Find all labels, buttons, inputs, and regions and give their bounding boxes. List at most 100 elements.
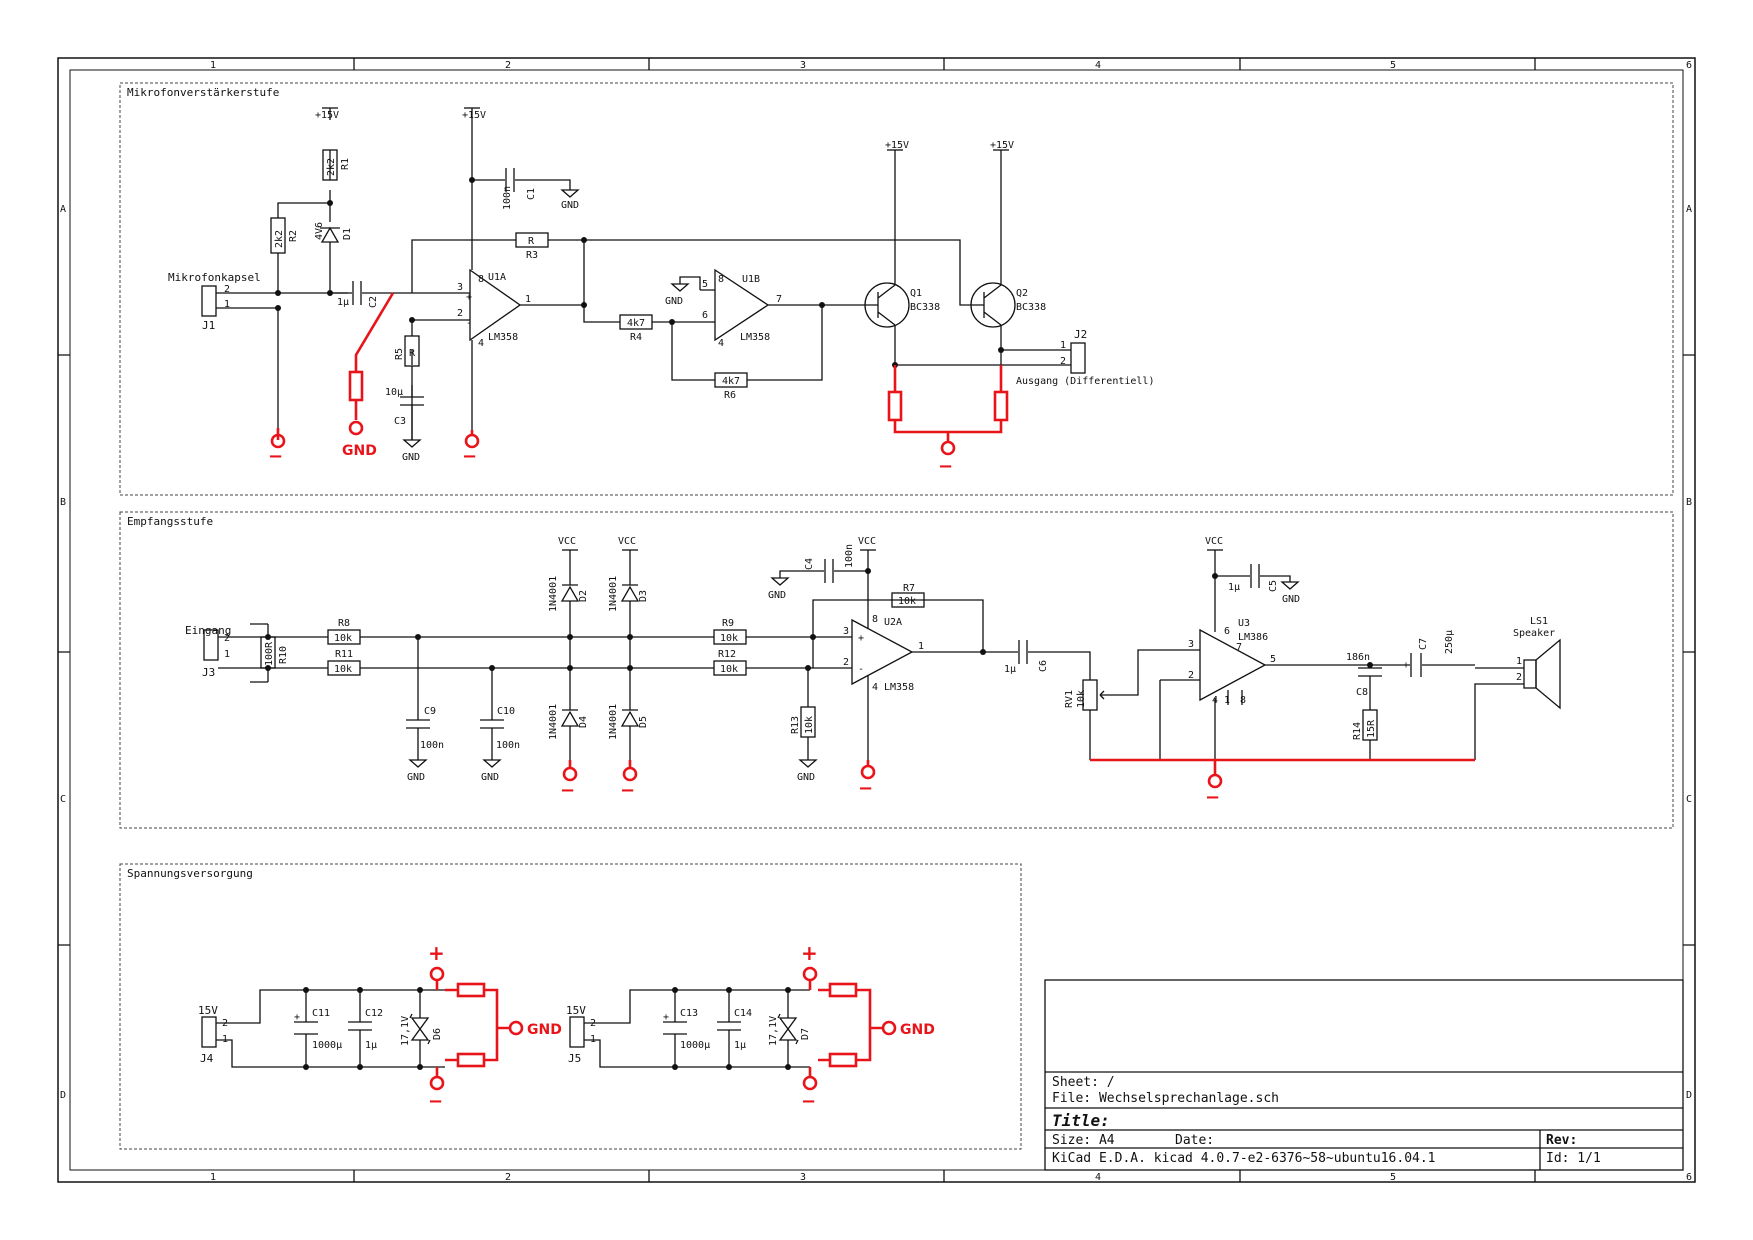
- r3-value: R: [528, 236, 535, 247]
- q1-ref: Q1: [910, 288, 922, 299]
- r13-gnd: GND: [797, 772, 815, 783]
- j2-pin2: 2: [1060, 356, 1066, 367]
- d7-value: 17,1V: [768, 1016, 779, 1046]
- row-label-left-b: B: [60, 497, 66, 508]
- r14-value: 15R: [1366, 719, 1377, 738]
- c8-ref: C8: [1356, 687, 1368, 698]
- u1b-pin7: 7: [776, 294, 782, 305]
- ls1-speaker: [1523, 659, 1537, 689]
- tb-id: Id: 1/1: [1546, 1151, 1601, 1166]
- u1b-pin5: 5: [702, 279, 708, 290]
- c7-ref: C7: [1418, 638, 1429, 650]
- c7-plus: +: [1403, 660, 1409, 671]
- c11-value: 1000µ: [312, 1040, 342, 1051]
- r13-resistor: [800, 706, 816, 738]
- j1-pin1: 1: [224, 299, 230, 310]
- d4-value: 1N4001: [548, 704, 559, 740]
- mic-annot-resistor: [348, 370, 364, 402]
- mic-minus-2: −: [462, 446, 477, 467]
- r4-value: 4k7: [627, 318, 645, 329]
- psu2-gnd: GND: [900, 1022, 935, 1038]
- u1b-opamp: [714, 268, 770, 342]
- psu1-plus: +: [428, 941, 445, 965]
- u3-amplifier: [1199, 628, 1267, 702]
- u1b-pin6: 6: [702, 310, 708, 321]
- r3-ref: R3: [526, 250, 538, 261]
- j5-value: 15V: [566, 1004, 586, 1017]
- u3-pin7: 7: [1236, 642, 1242, 653]
- u2a-opamp: [851, 618, 914, 686]
- u3-pin1: 1: [1224, 695, 1230, 706]
- r2-value: 2k2: [274, 230, 285, 248]
- receive-stage: Eingang J3 2 1 100R R10 10k R8 10k R11 C…: [185, 536, 1561, 783]
- c13-value: 1000µ: [680, 1040, 710, 1051]
- power-stage-right: 15V J5 2 1 + C13 1000µ C14 1µ 17,1V D7: [566, 987, 811, 1070]
- psu2-minus: −: [801, 1091, 816, 1112]
- u1a-plus: +: [466, 292, 472, 303]
- u1a-ref: U1A: [488, 272, 506, 283]
- r6-resistor: [714, 372, 748, 388]
- row-label-right-a: A: [1686, 204, 1692, 215]
- c7-value: 250µ: [1444, 630, 1455, 654]
- c1-capacitor: [505, 168, 515, 192]
- c13-capacitor: [663, 990, 687, 1067]
- c3-gnd: GND: [402, 452, 420, 463]
- row-label-left-d: D: [60, 1090, 66, 1101]
- j2-pin1: 1: [1060, 340, 1066, 351]
- c2-ref: C2: [368, 296, 379, 308]
- mic-minus-terminal-2: [464, 433, 480, 449]
- c3-ref: C3: [394, 416, 406, 427]
- r8-resistor: [327, 629, 361, 645]
- tb-size: Size: A4: [1052, 1133, 1115, 1148]
- c12-capacitor: [348, 990, 372, 1067]
- c9-gnd: GND: [407, 772, 425, 783]
- j5-ref: J5: [568, 1052, 581, 1065]
- c13-ref: C13: [680, 1008, 698, 1019]
- r8-value: 10k: [334, 633, 352, 644]
- u1a-minus: -: [466, 318, 472, 329]
- power-stage-right-annot: + GND −: [801, 941, 935, 1112]
- u1a-pin8: 8: [478, 274, 484, 285]
- r1-rail-label: +15V: [315, 110, 339, 121]
- u1b-ref: U1B: [742, 274, 760, 285]
- r6-value: 4k7: [722, 376, 740, 387]
- c1-ref: C1: [526, 188, 537, 200]
- c6-ref: C6: [1038, 660, 1049, 672]
- c2-capacitor: [352, 281, 362, 305]
- tb-rev: Rev:: [1546, 1133, 1577, 1148]
- ls1-cone: [1535, 638, 1561, 710]
- c14-capacitor: [717, 990, 741, 1067]
- c1-gnd: GND: [561, 200, 579, 211]
- r14-ref: R14: [1352, 722, 1363, 740]
- col-label-bottom-1: 1: [210, 1172, 216, 1183]
- section-receive-title: Empfangsstufe: [127, 515, 213, 528]
- r12-ref: R12: [718, 649, 736, 660]
- mic-minus-3: −: [938, 456, 953, 477]
- col-label-top-3: 3: [800, 60, 806, 71]
- c8-capacitor: [1358, 667, 1382, 677]
- r1-ref: R1: [340, 158, 351, 170]
- d3-vcc: VCC: [618, 536, 636, 547]
- r9-ref: R9: [722, 618, 734, 629]
- j2-connector: [1070, 342, 1086, 374]
- u2a-pin2: 2: [843, 657, 849, 668]
- r11-ref: R11: [335, 649, 353, 660]
- col-label-top-4: 4: [1095, 60, 1101, 71]
- c7-capacitor: [1410, 653, 1422, 677]
- c5-ref: C5: [1268, 580, 1279, 592]
- psu1-gnd: GND: [527, 1022, 562, 1038]
- row-label-right-d: D: [1686, 1090, 1692, 1101]
- d1-value: 4V6: [314, 222, 325, 240]
- d6-tvs: [409, 990, 431, 1067]
- d3-value: 1N4001: [608, 576, 619, 612]
- c3-value: 10µ: [385, 387, 403, 398]
- d2-ref: D2: [578, 590, 589, 602]
- c9-ref: C9: [424, 706, 436, 717]
- j1-pin2: 2: [224, 284, 230, 295]
- u2a-pin4: 4: [872, 682, 878, 693]
- d3-ref: D3: [638, 590, 649, 602]
- r13-ref: R13: [790, 716, 801, 734]
- q2-ref: Q2: [1016, 288, 1028, 299]
- row-label-left-c: C: [60, 794, 66, 805]
- c4-capacitor: [824, 559, 834, 583]
